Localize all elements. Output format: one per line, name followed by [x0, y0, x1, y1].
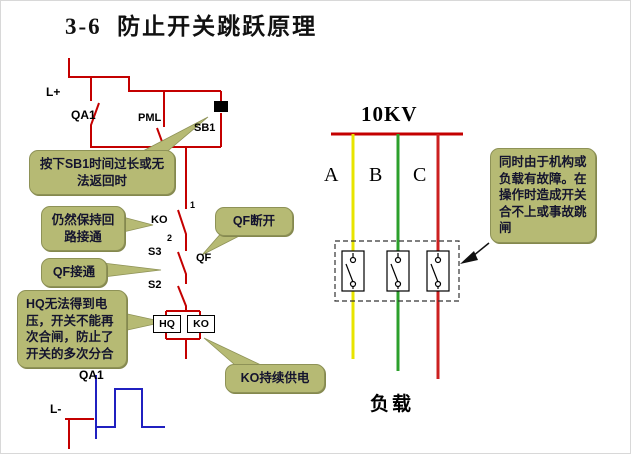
breaker-pole-a: [341, 250, 365, 292]
callout-loop-held: 仍然保持回路接通: [41, 206, 125, 251]
label-qa1-top: QA1: [71, 108, 96, 122]
label-terminal-1: 1: [190, 200, 196, 210]
callout-sb1-stuck: 按下SB1时间过长或无法返回时: [29, 150, 175, 195]
hq-coil-label: HQ: [159, 318, 175, 330]
sb1-button-head-icon: [214, 101, 228, 112]
label-s2: S2: [148, 279, 162, 291]
label-phase-c: C: [413, 164, 427, 186]
ko-coil-label: KO: [193, 318, 209, 330]
label-phase-a: A: [324, 164, 339, 186]
label-ko-contact: KO: [151, 214, 168, 226]
label-pml: PML: [138, 112, 162, 124]
label-l-plus: L+: [46, 85, 61, 99]
page-title: 3-6 防止开关跳跃原理: [65, 14, 318, 39]
label-terminal-2: 2: [167, 233, 173, 243]
breaker-dashed-outline: [334, 240, 460, 302]
callout-pointers: [102, 116, 262, 366]
label-l-minus: L-: [50, 402, 62, 416]
callout-fault-note: 同时由于机构或负载有故障。在操作时造成开关合不上或事故跳闸: [490, 148, 596, 243]
callout-qf-on: QF接通: [41, 258, 107, 287]
label-sb1: SB1: [194, 122, 216, 134]
label-s3: S3: [148, 246, 162, 258]
control-circuit-wires: [65, 58, 222, 449]
breaker-pole-b: [386, 250, 410, 292]
ko-coil-box: KO: [187, 315, 215, 333]
callout-qf-off: QF断开: [215, 207, 293, 236]
callout-hq-blocked: HQ无法得到电压，开关不能再次合闸，防止了开关的多次分合: [17, 290, 127, 368]
label-qf: QF: [196, 252, 212, 264]
hq-coil-box: HQ: [153, 315, 181, 333]
breaker-pole-c: [426, 250, 450, 292]
qa1-waveform: [95, 375, 165, 439]
fault-arrow-head-icon: [460, 251, 478, 264]
callout-ko-energized: KO持续供电: [225, 364, 325, 393]
label-load: 负载: [370, 394, 415, 415]
fault-arrow-line: [472, 242, 490, 257]
label-10kv: 10KV: [361, 102, 418, 126]
label-qa1-bottom: QA1: [79, 368, 104, 382]
label-phase-b: B: [369, 164, 383, 186]
